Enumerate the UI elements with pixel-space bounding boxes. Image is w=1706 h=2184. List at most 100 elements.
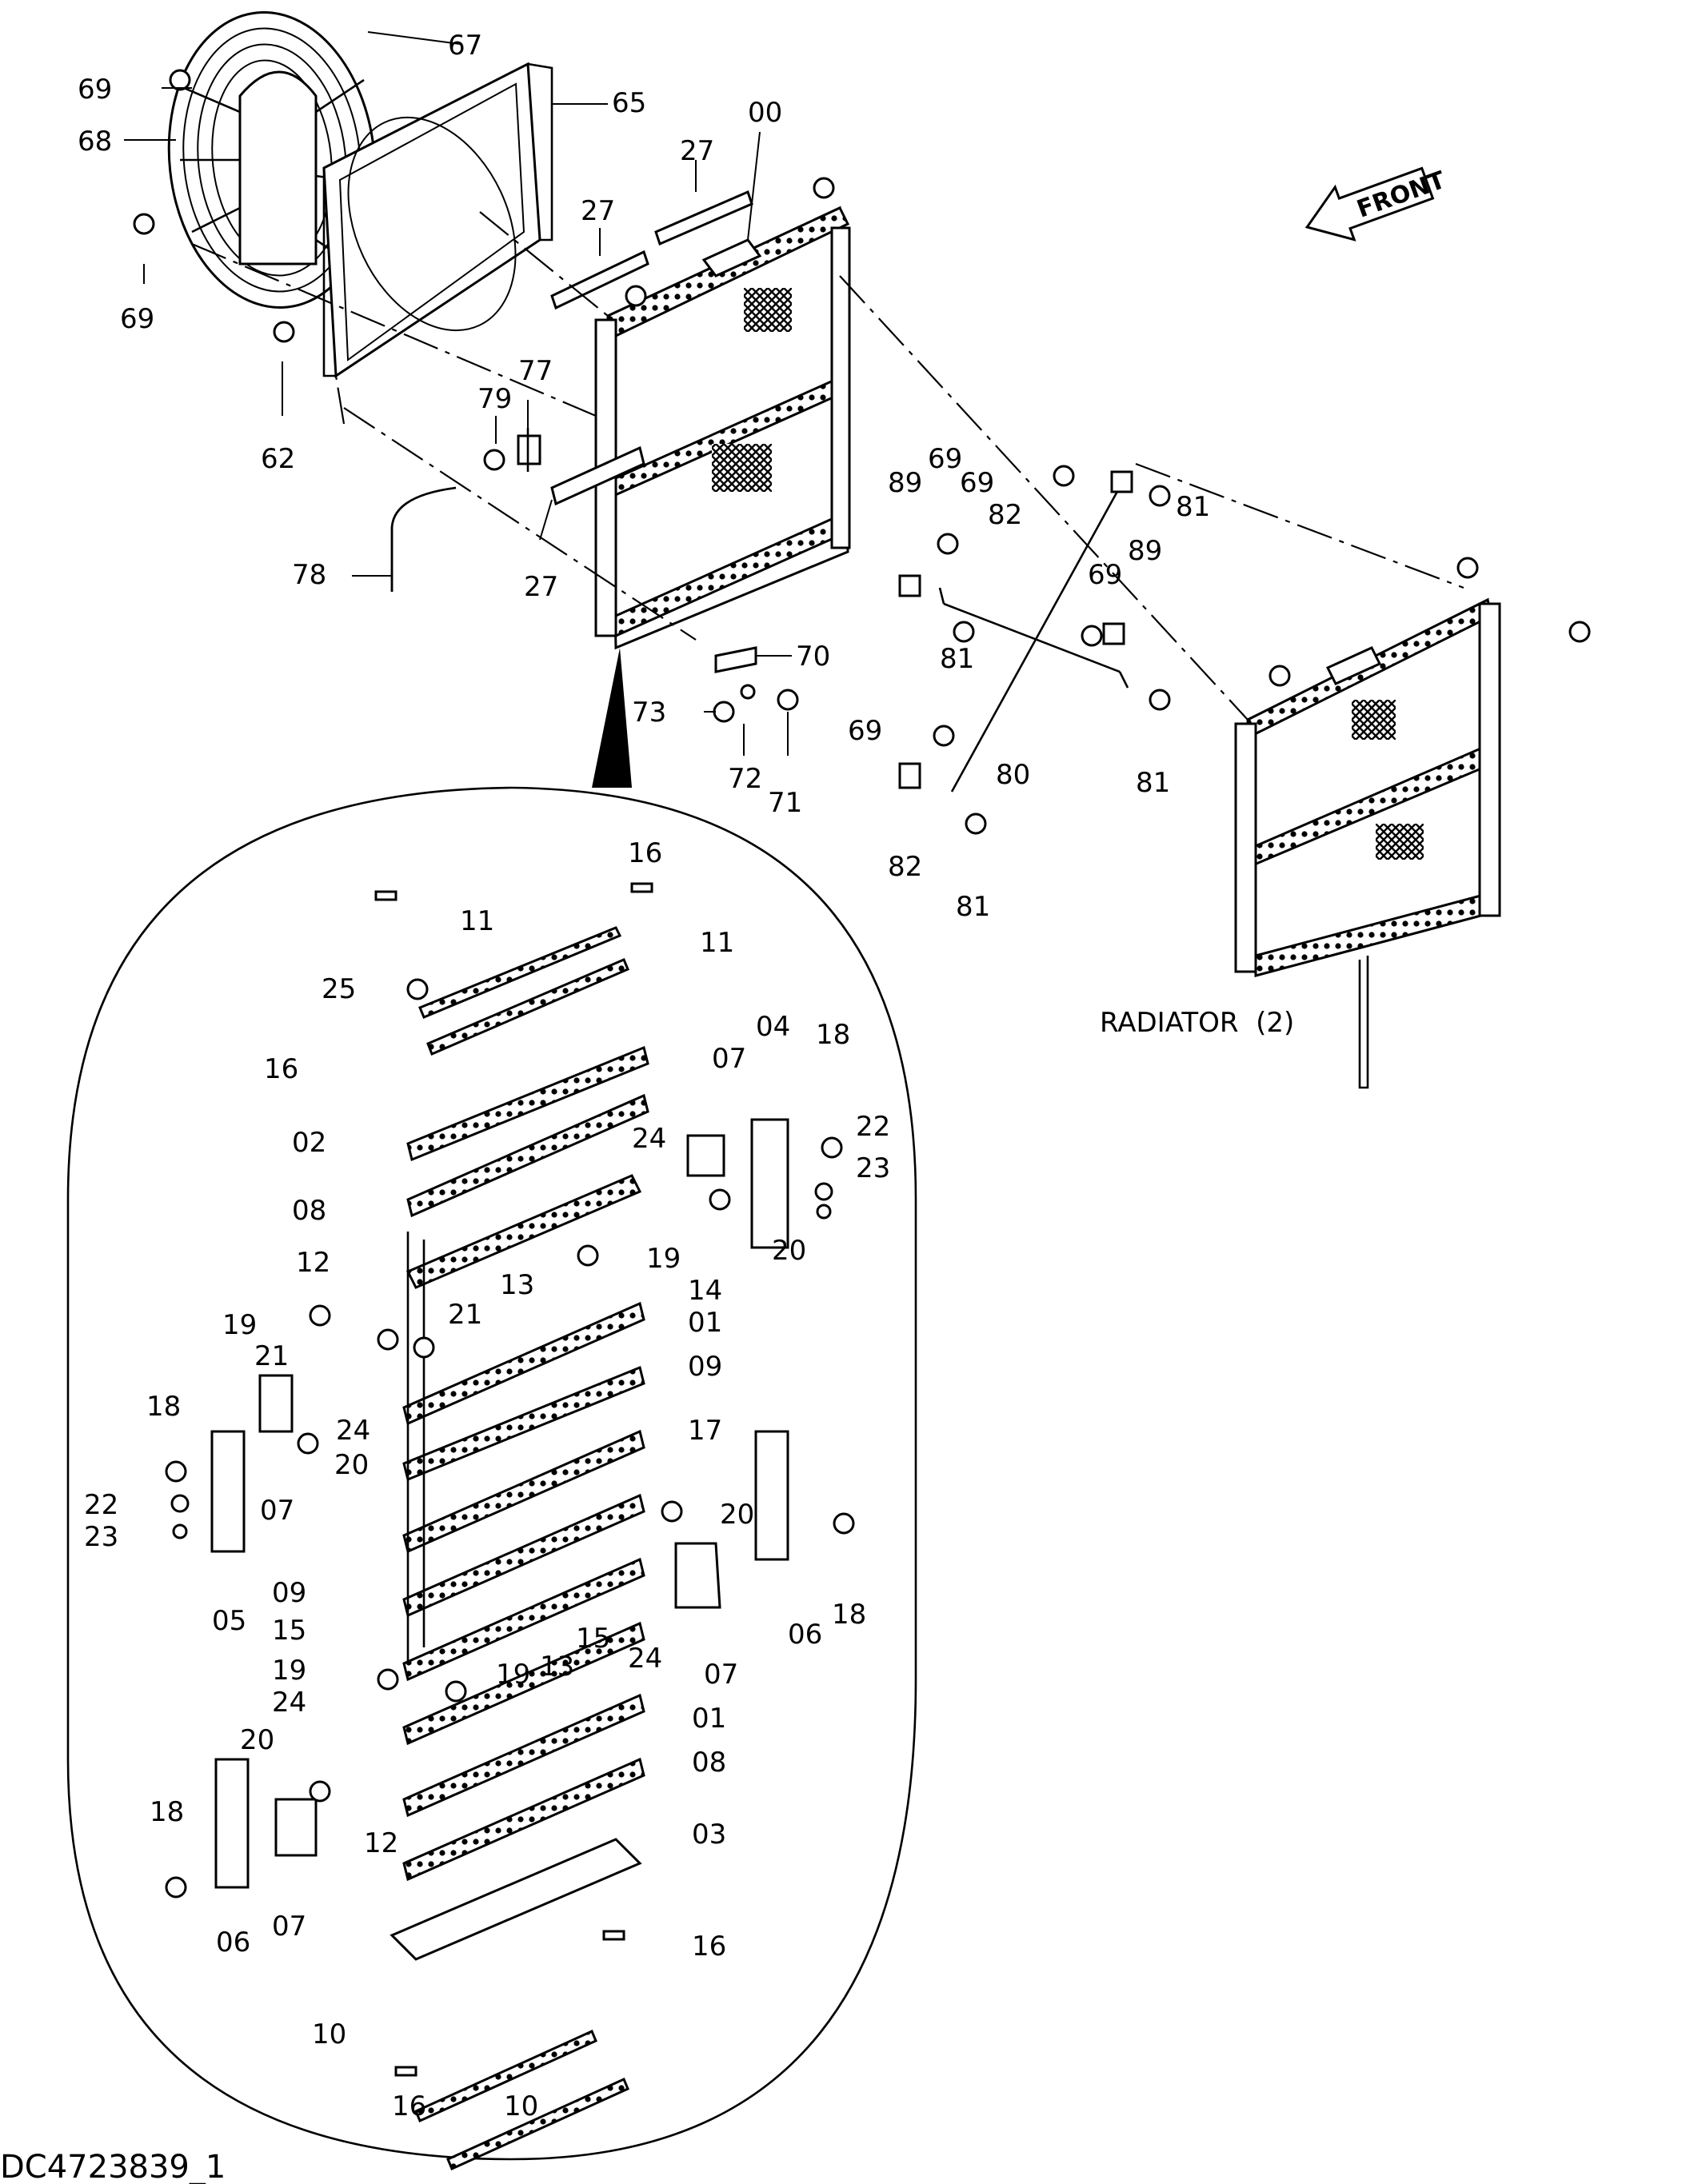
callout-19: 19: [222, 1309, 257, 1341]
callout-07: 07: [260, 1495, 294, 1527]
callout-82: 82: [988, 499, 1022, 531]
seal-strips: [550, 190, 753, 506]
callout-07: 07: [272, 1911, 306, 1942]
callout-24: 24: [272, 1687, 306, 1719]
exploded-core-parts: [165, 882, 855, 2171]
callout-13: 13: [500, 1269, 534, 1301]
callout-27: 27: [680, 135, 714, 167]
callout-20: 20: [720, 1499, 754, 1531]
callout-81: 81: [956, 891, 990, 923]
callout-09: 09: [688, 1351, 722, 1383]
callout-16: 16: [628, 837, 662, 869]
callout-69: 69: [848, 715, 882, 747]
callout-82: 82: [888, 851, 922, 883]
callout-17: 17: [688, 1415, 722, 1447]
callout-labels: 67 69 65 68 00 27 27 69 79 77 62 78 27 7…: [78, 30, 1294, 2122]
callout-80: 80: [996, 759, 1030, 791]
callout-89: 89: [1128, 535, 1162, 567]
callout-24: 24: [336, 1415, 370, 1447]
callout-11: 11: [700, 927, 734, 959]
leader-lines: [124, 31, 792, 756]
stay-frame: [898, 465, 1171, 835]
callout-15: 15: [272, 1615, 306, 1647]
drain-hose: [390, 428, 541, 592]
callout-22: 22: [856, 1111, 890, 1143]
callout-20: 20: [334, 1449, 369, 1481]
fan-shroud: [322, 62, 553, 378]
callout-02: 02: [292, 1127, 326, 1159]
callout-21: 21: [254, 1340, 289, 1372]
callout-19: 19: [272, 1655, 306, 1687]
callout-72: 72: [728, 763, 762, 795]
callout-69: 69: [928, 443, 962, 475]
callout-27: 27: [581, 195, 615, 227]
callout-12: 12: [364, 1827, 398, 1859]
callout-23: 23: [856, 1152, 890, 1184]
callout-06: 06: [216, 1926, 250, 1958]
callout-73: 73: [632, 697, 666, 729]
callout-69: 69: [960, 467, 994, 499]
callout-79: 79: [477, 383, 512, 415]
bolts-upper: [133, 69, 295, 343]
front-arrow: FRONT: [1304, 166, 1449, 242]
callout-20: 20: [772, 1235, 806, 1267]
detail-outline: [66, 648, 917, 2161]
callout-09: 09: [272, 1577, 306, 1609]
callout-23: 23: [84, 1521, 118, 1553]
callout-15: 15: [576, 1623, 610, 1655]
callout-07: 07: [704, 1659, 738, 1691]
callout-10: 10: [504, 2090, 538, 2122]
callout-27: 27: [524, 571, 558, 603]
callout-08: 08: [692, 1747, 726, 1779]
callout-18: 18: [832, 1599, 866, 1631]
callout-16: 16: [264, 1053, 298, 1085]
callout-77: 77: [518, 355, 553, 387]
callout-69: 69: [1088, 559, 1122, 591]
callout-07: 07: [712, 1043, 746, 1075]
callout-03: 03: [692, 1819, 726, 1851]
callout-78: 78: [292, 559, 326, 591]
radiator-core: [594, 177, 851, 650]
callout-18: 18: [146, 1391, 181, 1423]
callout-24: 24: [632, 1123, 666, 1155]
callout-08: 08: [292, 1195, 326, 1227]
callout-89: 89: [888, 467, 922, 499]
callout-19: 19: [496, 1659, 530, 1691]
callout-20: 20: [240, 1724, 274, 1756]
callout-21: 21: [448, 1299, 482, 1331]
callout-70: 70: [796, 641, 830, 673]
callout-19: 19: [646, 1243, 681, 1275]
callout-81: 81: [1176, 491, 1210, 523]
callout-16: 16: [692, 1930, 726, 1962]
callout-22: 22: [84, 1489, 118, 1521]
callout-25: 25: [322, 973, 356, 1005]
callout-62: 62: [261, 443, 295, 475]
callout-65: 65: [612, 87, 646, 119]
callout-11: 11: [460, 905, 494, 937]
callout-13: 13: [540, 1651, 574, 1683]
radiator-2: [1234, 557, 1591, 1089]
callout-10: 10: [312, 2018, 346, 2050]
bottom-bracket: [713, 646, 799, 723]
callout-01: 01: [692, 1703, 726, 1735]
callout-04: 04: [756, 1011, 790, 1043]
callout-68: 68: [78, 126, 112, 158]
callout-14: 14: [688, 1275, 722, 1307]
callout-71: 71: [768, 787, 802, 819]
callout-24: 24: [628, 1643, 662, 1675]
callout-69: 69: [78, 74, 112, 106]
callout-69: 69: [120, 303, 154, 335]
callout-01: 01: [688, 1307, 722, 1339]
drawing-id: DC4723839_1: [0, 2149, 226, 2184]
callout-00: 00: [748, 97, 782, 129]
callout-12: 12: [296, 1247, 330, 1279]
callout-67: 67: [448, 30, 482, 62]
callout-18: 18: [816, 1019, 850, 1051]
callout-05: 05: [212, 1605, 246, 1637]
alignment-lines: [191, 211, 1464, 721]
callout-18: 18: [150, 1796, 184, 1828]
callout-81: 81: [1136, 767, 1170, 799]
callout-81: 81: [940, 643, 974, 675]
callout-06: 06: [788, 1619, 822, 1651]
